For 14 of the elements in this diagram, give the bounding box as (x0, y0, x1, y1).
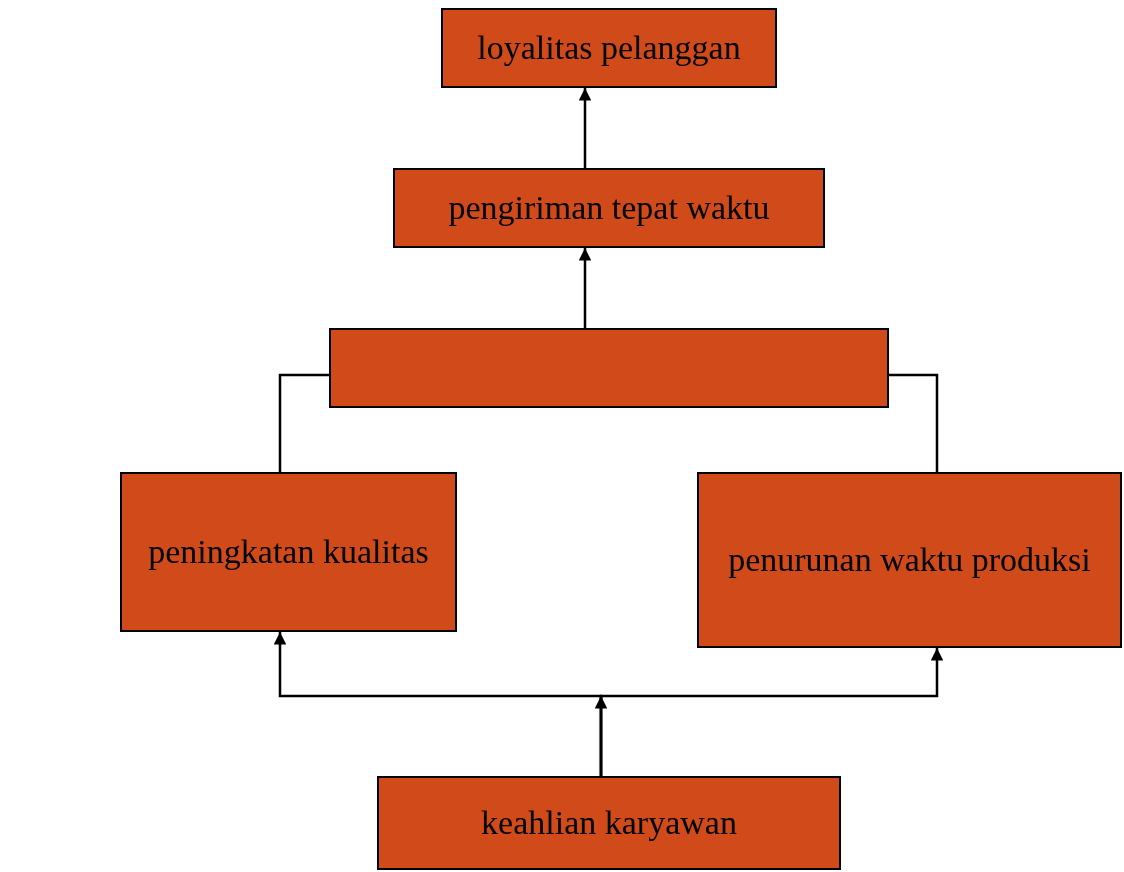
box-label: penurunan waktu produksi (727, 540, 1092, 580)
process-box (393, 168, 825, 248)
arrow (594, 696, 608, 776)
process-box (697, 472, 1122, 648)
box-label: keahlian karyawan (480, 803, 738, 843)
arrow (578, 248, 592, 328)
process-box (441, 8, 777, 88)
box-label: loyalitas pelanggan (476, 28, 742, 68)
process-box (120, 472, 457, 632)
box-label: peningkatan kualitas (147, 532, 430, 572)
arrow (578, 88, 592, 168)
box-label: pengiriman tepat waktu (447, 188, 771, 228)
process-box (377, 776, 841, 870)
empty-box (329, 328, 889, 408)
